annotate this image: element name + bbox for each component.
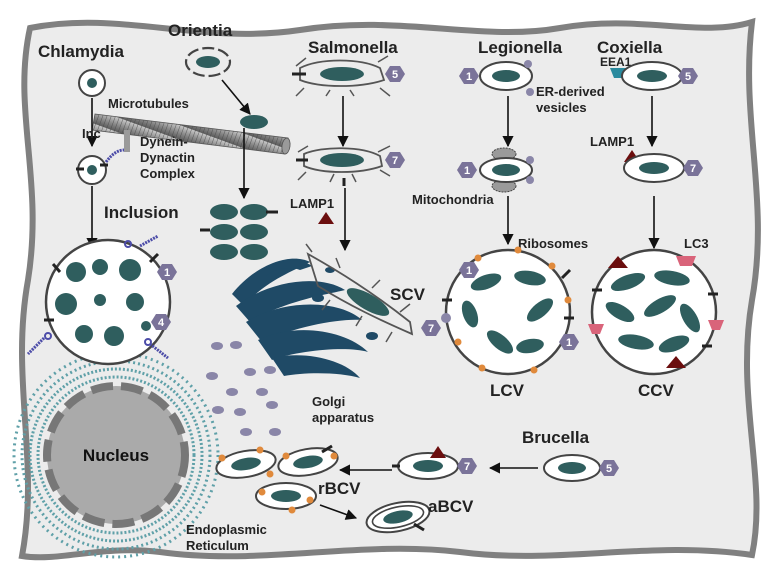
lcv-label: LCV: [490, 381, 525, 400]
badge-hex: 7: [385, 152, 405, 168]
brucella-pathway: Brucella 5 7: [186, 428, 619, 553]
salmonella-badge-top: 5: [392, 69, 398, 81]
lamp1-coxiella-label: LAMP1: [590, 134, 634, 149]
orientia-label: Orientia: [168, 21, 233, 40]
dynein-label-2: Dynactin: [140, 150, 195, 165]
er-label-2: Reticulum: [186, 538, 249, 553]
rbcv-cluster: [215, 444, 339, 514]
brucella-badge-start: 5: [606, 463, 612, 475]
golgi-label-1: Golgi: [312, 394, 345, 409]
chlamydia-badge-1: 1: [164, 267, 170, 279]
legionella-pathway: Legionella 1 ER-derived vesicles 1 Mitoc…: [412, 38, 605, 400]
microtubules-label: Microtubules: [108, 96, 189, 111]
golgi-apparatus: [232, 258, 378, 378]
endoplasmic-reticulum: [12, 351, 220, 559]
nucleus-label: Nucleus: [83, 446, 149, 465]
badge-hex: 5: [385, 66, 405, 82]
brucella-label: Brucella: [522, 428, 590, 447]
lcv-badge-right: 1: [566, 337, 572, 349]
badge-hex: 7: [457, 458, 477, 474]
dynein-label-3: Complex: [140, 166, 196, 181]
badge-hex: 7: [683, 160, 703, 176]
lc3-label: LC3: [684, 236, 709, 251]
legionella-badge-mid: 1: [464, 165, 470, 177]
chlamydia-pathway: Chlamydia Microtubules Inc Dynein- Dynac…: [26, 42, 196, 366]
badge-hex: 1: [459, 68, 479, 84]
coxiella-label: Coxiella: [597, 38, 663, 57]
inc-label: Inc: [82, 126, 101, 141]
badge-hex: 1: [559, 334, 579, 350]
lamp1-salmonella-label: LAMP1: [290, 196, 334, 211]
scv-label: SCV: [390, 285, 426, 304]
badge-hex: 7: [421, 320, 441, 336]
badge-hex: 1: [157, 264, 177, 280]
cell-membrane: [18, 17, 761, 561]
brucella-badge-mid: 7: [464, 461, 470, 473]
salmonella-badge-mid: 7: [392, 155, 398, 167]
badge-hex: 5: [678, 68, 698, 84]
ccv-label: CCV: [638, 381, 675, 400]
mitochondria-label: Mitochondria: [412, 192, 494, 207]
er-vesicles-label-2: vesicles: [536, 100, 587, 115]
abcv-label: aBCV: [428, 497, 474, 516]
golgi-label-2: apparatus: [312, 410, 374, 425]
orientia-pathway: Orientia: [168, 21, 278, 260]
badge-hex: 5: [599, 460, 619, 476]
lcv-badge-left: 1: [466, 265, 472, 277]
er-label-1: Endoplasmic: [186, 522, 267, 537]
host-cell: [18, 17, 761, 561]
coxiella-badge-top: 5: [685, 71, 691, 83]
badge-hex: 4: [151, 314, 171, 330]
scv-badge: 7: [428, 323, 434, 335]
coxiella-badge-mid: 7: [690, 163, 696, 175]
chlamydia-label: Chlamydia: [38, 42, 125, 61]
abcv: [365, 500, 431, 534]
salmonella-label: Salmonella: [308, 38, 398, 57]
badge-hex: 1: [459, 262, 479, 278]
coxiella-pathway: Coxiella EEA1 5 LAMP1 7 LC3: [588, 38, 724, 400]
er-vesicles-label-1: ER-derived: [536, 84, 605, 99]
ribosomes-label: Ribosomes: [518, 236, 588, 251]
legionella-label: Legionella: [478, 38, 563, 57]
eea1-label: EEA1: [600, 55, 632, 69]
inclusion-label: Inclusion: [104, 203, 179, 222]
dynein-label-1: Dynein-: [140, 134, 188, 149]
badge-hex: 1: [457, 162, 477, 178]
salmonella-pathway: Salmonella 5 7 LAMP1 SCV 7 Golgi ap: [290, 38, 441, 425]
chlamydia-badge-4: 4: [158, 317, 165, 329]
microtubules: [91, 113, 291, 155]
nucleus: Nucleus: [43, 382, 189, 528]
legionella-badge-top: 1: [466, 71, 472, 83]
rbcv-label: rBCV: [318, 479, 361, 498]
secretory-vesicles: [206, 341, 281, 436]
